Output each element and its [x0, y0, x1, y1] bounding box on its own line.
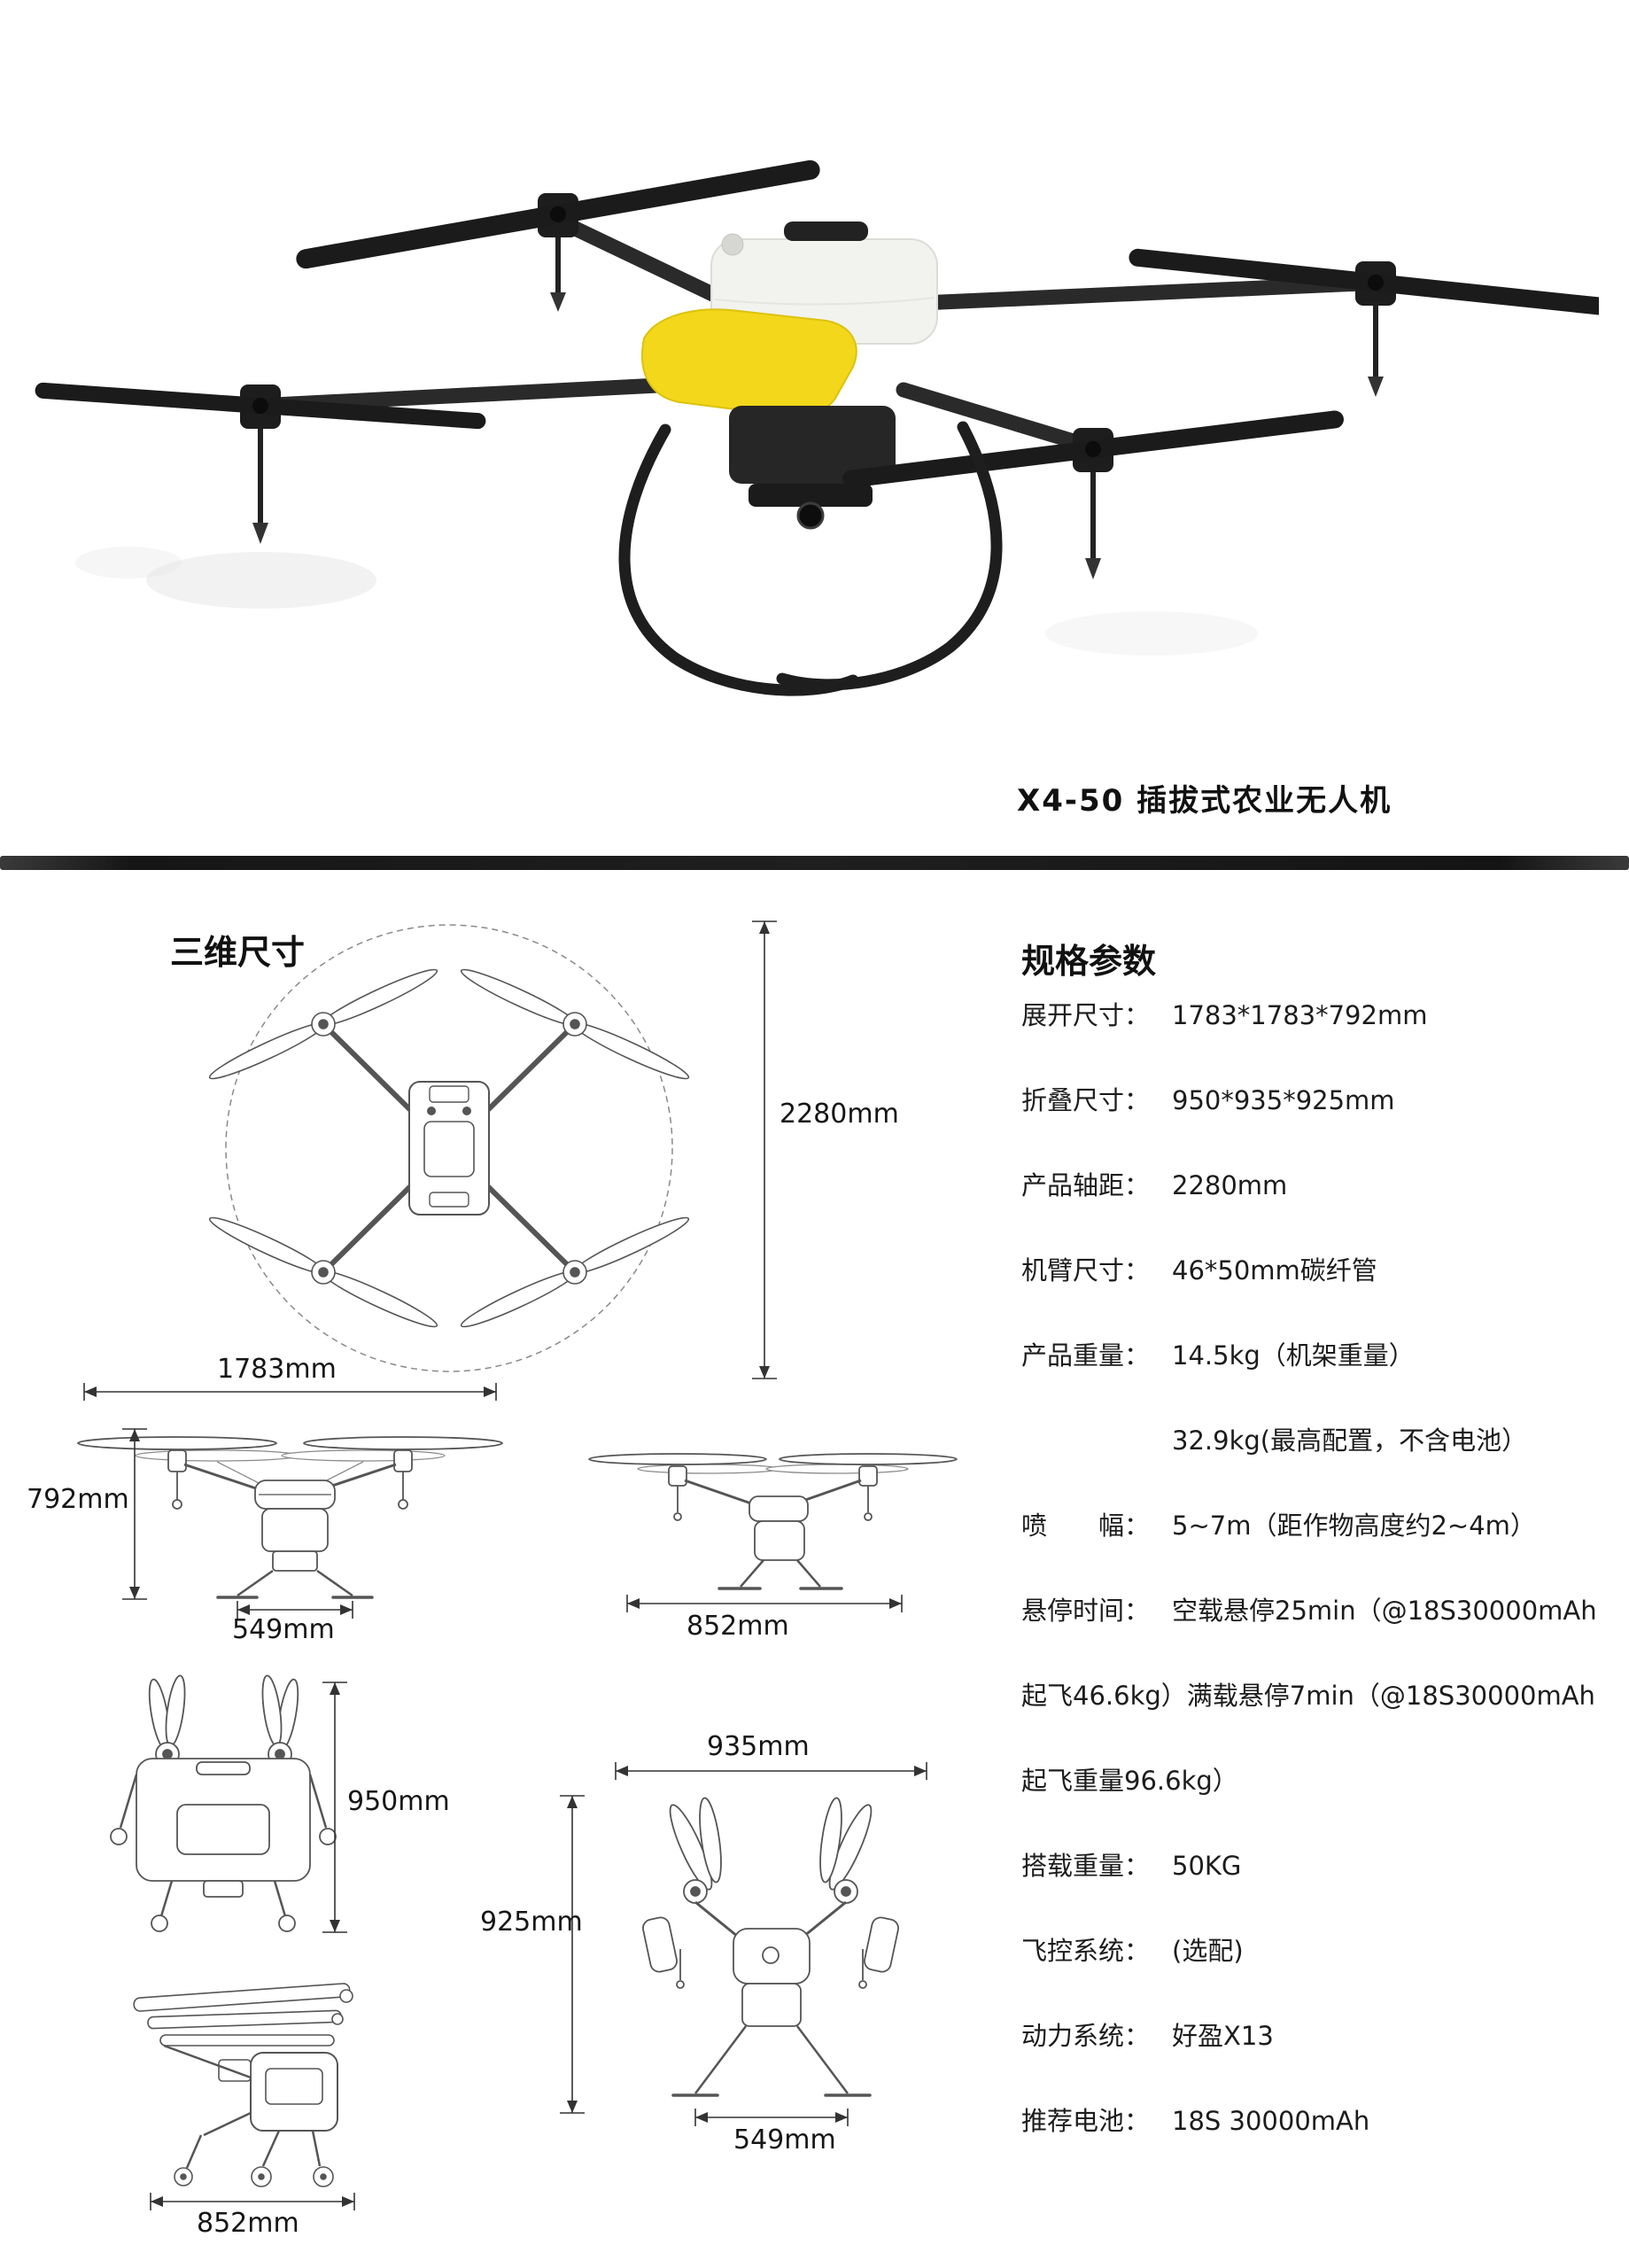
- drone-arms: [266, 215, 1369, 453]
- wheelbase-dimension-label: 2280mm: [780, 1099, 899, 1130]
- dimension-line-unfolded-depth: [626, 1595, 903, 1612]
- spec-label: 产品重量：: [1021, 1340, 1151, 1371]
- unfolded-depth-dimension-label: 852mm: [687, 1611, 789, 1642]
- landing-skids: [618, 421, 1003, 696]
- spec-row-folded-size: 折叠尺寸： 950*935*925mm: [1021, 1084, 1624, 1116]
- spec-label: 展开尺寸：: [1021, 1000, 1151, 1030]
- spec-row-payload: 搭载重量： 50KG: [1021, 1850, 1624, 1882]
- spec-label: 动力系统：: [1021, 2021, 1151, 2051]
- folded-side-view-drawing: [133, 1983, 355, 2210]
- spec-value: 50KG: [1172, 1851, 1242, 1881]
- unfolded-height-dimension-label: 792mm: [27, 1484, 129, 1515]
- underbody-module: [729, 406, 896, 530]
- drone-product-photo: [35, 159, 1599, 696]
- spec-label: 折叠尺寸：: [1021, 1085, 1151, 1115]
- dimension-line-folded-depth: [150, 2193, 355, 2210]
- top-view-body: [408, 1081, 490, 1216]
- folded-width-dimension-label: 935mm: [707, 1731, 810, 1762]
- spec-label: 喷 幅：: [1021, 1511, 1151, 1541]
- propellers: [35, 159, 1599, 488]
- dimension-line-unfolded-height: [122, 1428, 147, 1600]
- unfolded-width-dimension-label: 1783mm: [217, 1354, 337, 1385]
- spec-value: 5~7m（距作物高度约2~4m）: [1172, 1511, 1536, 1541]
- spec-value: (选配): [1172, 1936, 1244, 1966]
- yellow-canopy: [640, 308, 857, 417]
- spec-row-spray-width: 喷 幅： 5~7m（距作物高度约2~4m）: [1021, 1510, 1624, 1542]
- unfolded-track-dimension-label: 549mm: [232, 1614, 335, 1645]
- folded-front-view-drawing: [560, 1762, 927, 2126]
- folded-back-height-dimension-label: 950mm: [347, 1786, 450, 1817]
- folded-depth-dimension-label: 852mm: [197, 2208, 299, 2239]
- dimension-line-folded-track: [694, 2109, 849, 2126]
- spec-row-weight-cont: 32.9kg(最高配置，不含电池）: [1021, 1425, 1624, 1456]
- spec-value: 起飞重量96.6kg）: [1021, 1766, 1238, 1796]
- dimension-line-wheelbase: [752, 920, 777, 1379]
- folded-front-height-dimension-label: 925mm: [480, 1907, 583, 1938]
- spec-row-weight: 产品重量： 14.5kg（机架重量）: [1021, 1340, 1624, 1371]
- spec-row-battery: 推荐电池： 18S 30000mAh: [1021, 2105, 1624, 2137]
- spec-row-power-system: 动力系统： 好盈X13: [1021, 2020, 1624, 2052]
- spec-value: 空载悬停25min（@18S30000mAh: [1172, 1596, 1597, 1626]
- spec-label: 机臂尺寸：: [1021, 1255, 1151, 1285]
- dimension-line-unfolded-width: [83, 1383, 497, 1401]
- specs-heading: 规格参数: [1021, 942, 1157, 981]
- spec-label: [1021, 1425, 1172, 1456]
- top-view-propellers: [208, 968, 690, 1328]
- spec-value: 起飞46.6kg）满载悬停7min（@18S30000mAh: [1021, 1681, 1595, 1711]
- spec-value: 46*50mm碳纤管: [1172, 1255, 1377, 1285]
- side-view-drawing: [588, 1453, 958, 1612]
- spec-label: 飞控系统：: [1021, 1936, 1151, 1966]
- spec-value: 2280mm: [1172, 1170, 1288, 1200]
- spec-value: 14.5kg（机架重量）: [1172, 1340, 1415, 1371]
- spec-label: 推荐电池：: [1021, 2106, 1151, 2136]
- dimension-line-unfolded-track: [237, 1601, 353, 1619]
- product-title: X4-50 插拔式农业无人机: [1017, 783, 1392, 819]
- front-view-drawing: [77, 1383, 503, 1619]
- folded-back-view-drawing: [110, 1674, 347, 1933]
- spec-value: 18S 30000mAh: [1172, 2106, 1370, 2136]
- spec-list: 展开尺寸： 1783*1783*792mm 折叠尺寸： 950*935*925m…: [1021, 999, 1624, 2190]
- soft-shadows: [75, 547, 1258, 656]
- spec-label: 悬停时间：: [1021, 1596, 1151, 1626]
- folded-track-dimension-label: 549mm: [733, 2124, 836, 2155]
- dimension-line-folded-front-height: [560, 1795, 585, 2114]
- dimensions-heading: 三维尺寸: [170, 933, 306, 972]
- dimension-line-folded-width: [615, 1762, 927, 1780]
- spec-label: 搭载重量：: [1021, 1851, 1151, 1881]
- spec-row-flight-controller: 飞控系统： (选配): [1021, 1935, 1624, 1967]
- spec-row-arm-size: 机臂尺寸： 46*50mm碳纤管: [1021, 1254, 1624, 1286]
- spray-nozzles: [252, 237, 1384, 579]
- spec-row-unfolded-size: 展开尺寸： 1783*1783*792mm: [1021, 999, 1624, 1031]
- spec-row-hover-time: 悬停时间： 空载悬停25min（@18S30000mAh: [1021, 1595, 1624, 1627]
- spec-value: 1783*1783*792mm: [1172, 1000, 1428, 1030]
- spec-row-hover-time-cont: 起飞46.6kg）满载悬停7min（@18S30000mAh: [1021, 1680, 1624, 1712]
- page-divider: [0, 856, 1629, 870]
- top-view-drawing: [208, 920, 777, 1379]
- spec-row-takeoff-weight-cont: 起飞重量96.6kg）: [1021, 1765, 1624, 1797]
- spec-value: 好盈X13: [1172, 2021, 1274, 2051]
- spec-value: 32.9kg(最高配置，不含电池）: [1172, 1425, 1528, 1456]
- spec-row-wheelbase: 产品轴距： 2280mm: [1021, 1169, 1624, 1201]
- spec-value: 950*935*925mm: [1172, 1085, 1395, 1115]
- spec-label: 产品轴距：: [1021, 1170, 1151, 1200]
- dimension-line-folded-back-height: [322, 1682, 347, 1933]
